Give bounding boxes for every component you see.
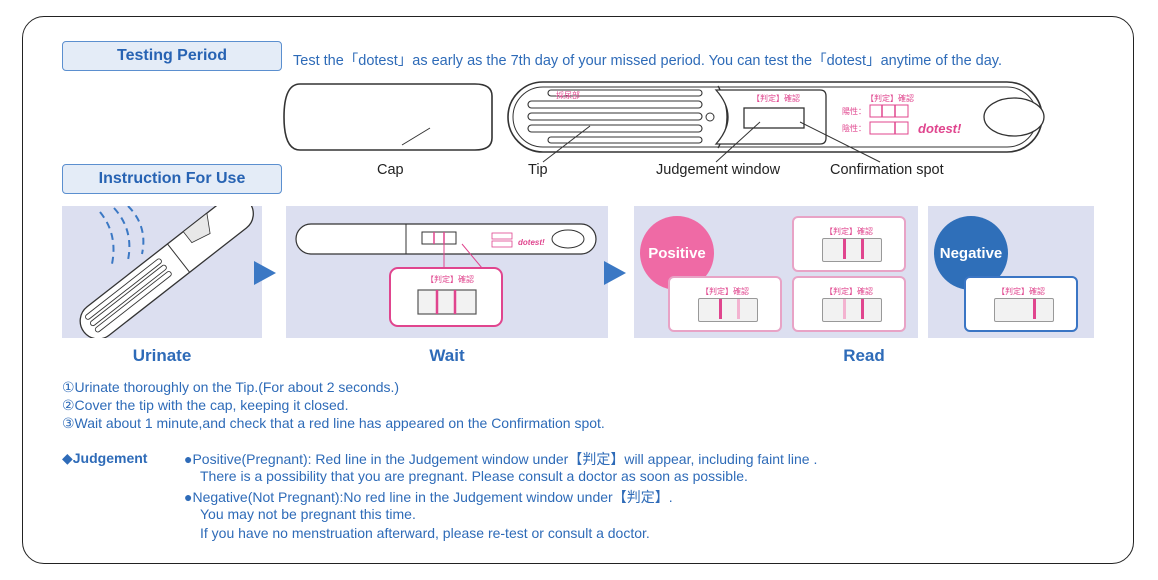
urinate-illustration (79, 206, 254, 338)
wait-panel: dotest! 【判定】確認 (286, 206, 608, 338)
card-header: 【判定】確認 (825, 287, 873, 296)
judgement-window (822, 298, 882, 322)
stick-positive-text: 陽性： (842, 106, 866, 116)
outer-frame (22, 16, 1134, 564)
card-header: 【判定】確認 (701, 287, 749, 296)
judgement-title: ◆Judgement (62, 450, 148, 466)
red-line (843, 239, 846, 259)
red-line (719, 299, 722, 319)
red-line (737, 299, 740, 319)
positive-card: 【判定】確認 (792, 216, 906, 272)
stick-window-text: 【判定】確認 (752, 93, 800, 103)
red-line (861, 299, 864, 319)
wait-illustration: dotest! 【判定】確認 (295, 223, 597, 327)
wait-caption: Wait (429, 346, 465, 365)
judgement-positive: ●Positive(Pregnant): Red line in the Jud… (184, 451, 818, 467)
judgement-window-shape (743, 107, 805, 129)
judgement-window (822, 238, 882, 262)
judgement-window (994, 298, 1054, 322)
cap-label: Cap (377, 162, 404, 178)
step-2: ②Cover the tip with the cap, keeping it … (62, 397, 349, 413)
stick-negative-text: 陰性： (842, 123, 866, 133)
positive-card: 【判定】確認 (668, 276, 782, 332)
device-illustration: 【判定】確認 採尿部 【判定】確認 陽性： 陰性： dotest! (283, 81, 1045, 163)
judgement-negative: ●Negative(Not Pregnant):No red line in t… (184, 489, 673, 505)
wait-card-header: 【判定】確認 (426, 274, 474, 284)
step-3: ③Wait about 1 minute,and check that a re… (62, 415, 605, 431)
testing-period-text: Test the「dotest」as early as the 7th day … (293, 53, 1003, 69)
step-1: ①Urinate thoroughly on the Tip.(For abou… (62, 379, 400, 395)
arrow-icon (254, 261, 276, 285)
card-header: 【判定】確認 (825, 227, 873, 236)
red-line (843, 299, 846, 319)
negative-card: 【判定】確認 (964, 276, 1078, 332)
read-caption: Read (843, 346, 885, 365)
judgement-window (698, 298, 758, 322)
stick-window-text-2: 【判定】確認 (866, 93, 914, 103)
urinate-caption: Urinate (132, 346, 192, 365)
tip-grooves (527, 89, 703, 144)
stick-brand-text: dotest! (918, 121, 962, 136)
stick-tip-text: 採尿部 (556, 90, 580, 100)
testing-period-header: Testing Period (62, 41, 282, 71)
red-line (861, 239, 864, 259)
urinate-panel (62, 206, 262, 338)
cap-shape (283, 83, 493, 151)
positive-card: 【判定】確認 (792, 276, 906, 332)
tip-label: Tip (528, 162, 548, 178)
card-header: 【判定】確認 (997, 287, 1045, 296)
red-line (1033, 299, 1036, 319)
arrow-icon (604, 261, 626, 285)
wait-brand-text: dotest! (518, 238, 545, 247)
confirmation-spot-label: Confirmation spot (830, 162, 944, 178)
judgement-positive-detail: There is a possibility that you are preg… (200, 468, 748, 484)
instruction-header: Instruction For Use (62, 164, 282, 194)
judgement-window-label: Judgement window (656, 162, 781, 178)
judgement-negative-advice: If you have no menstruation afterward, p… (200, 525, 650, 541)
judgement-negative-detail: You may not be pregnant this time. (200, 506, 416, 522)
